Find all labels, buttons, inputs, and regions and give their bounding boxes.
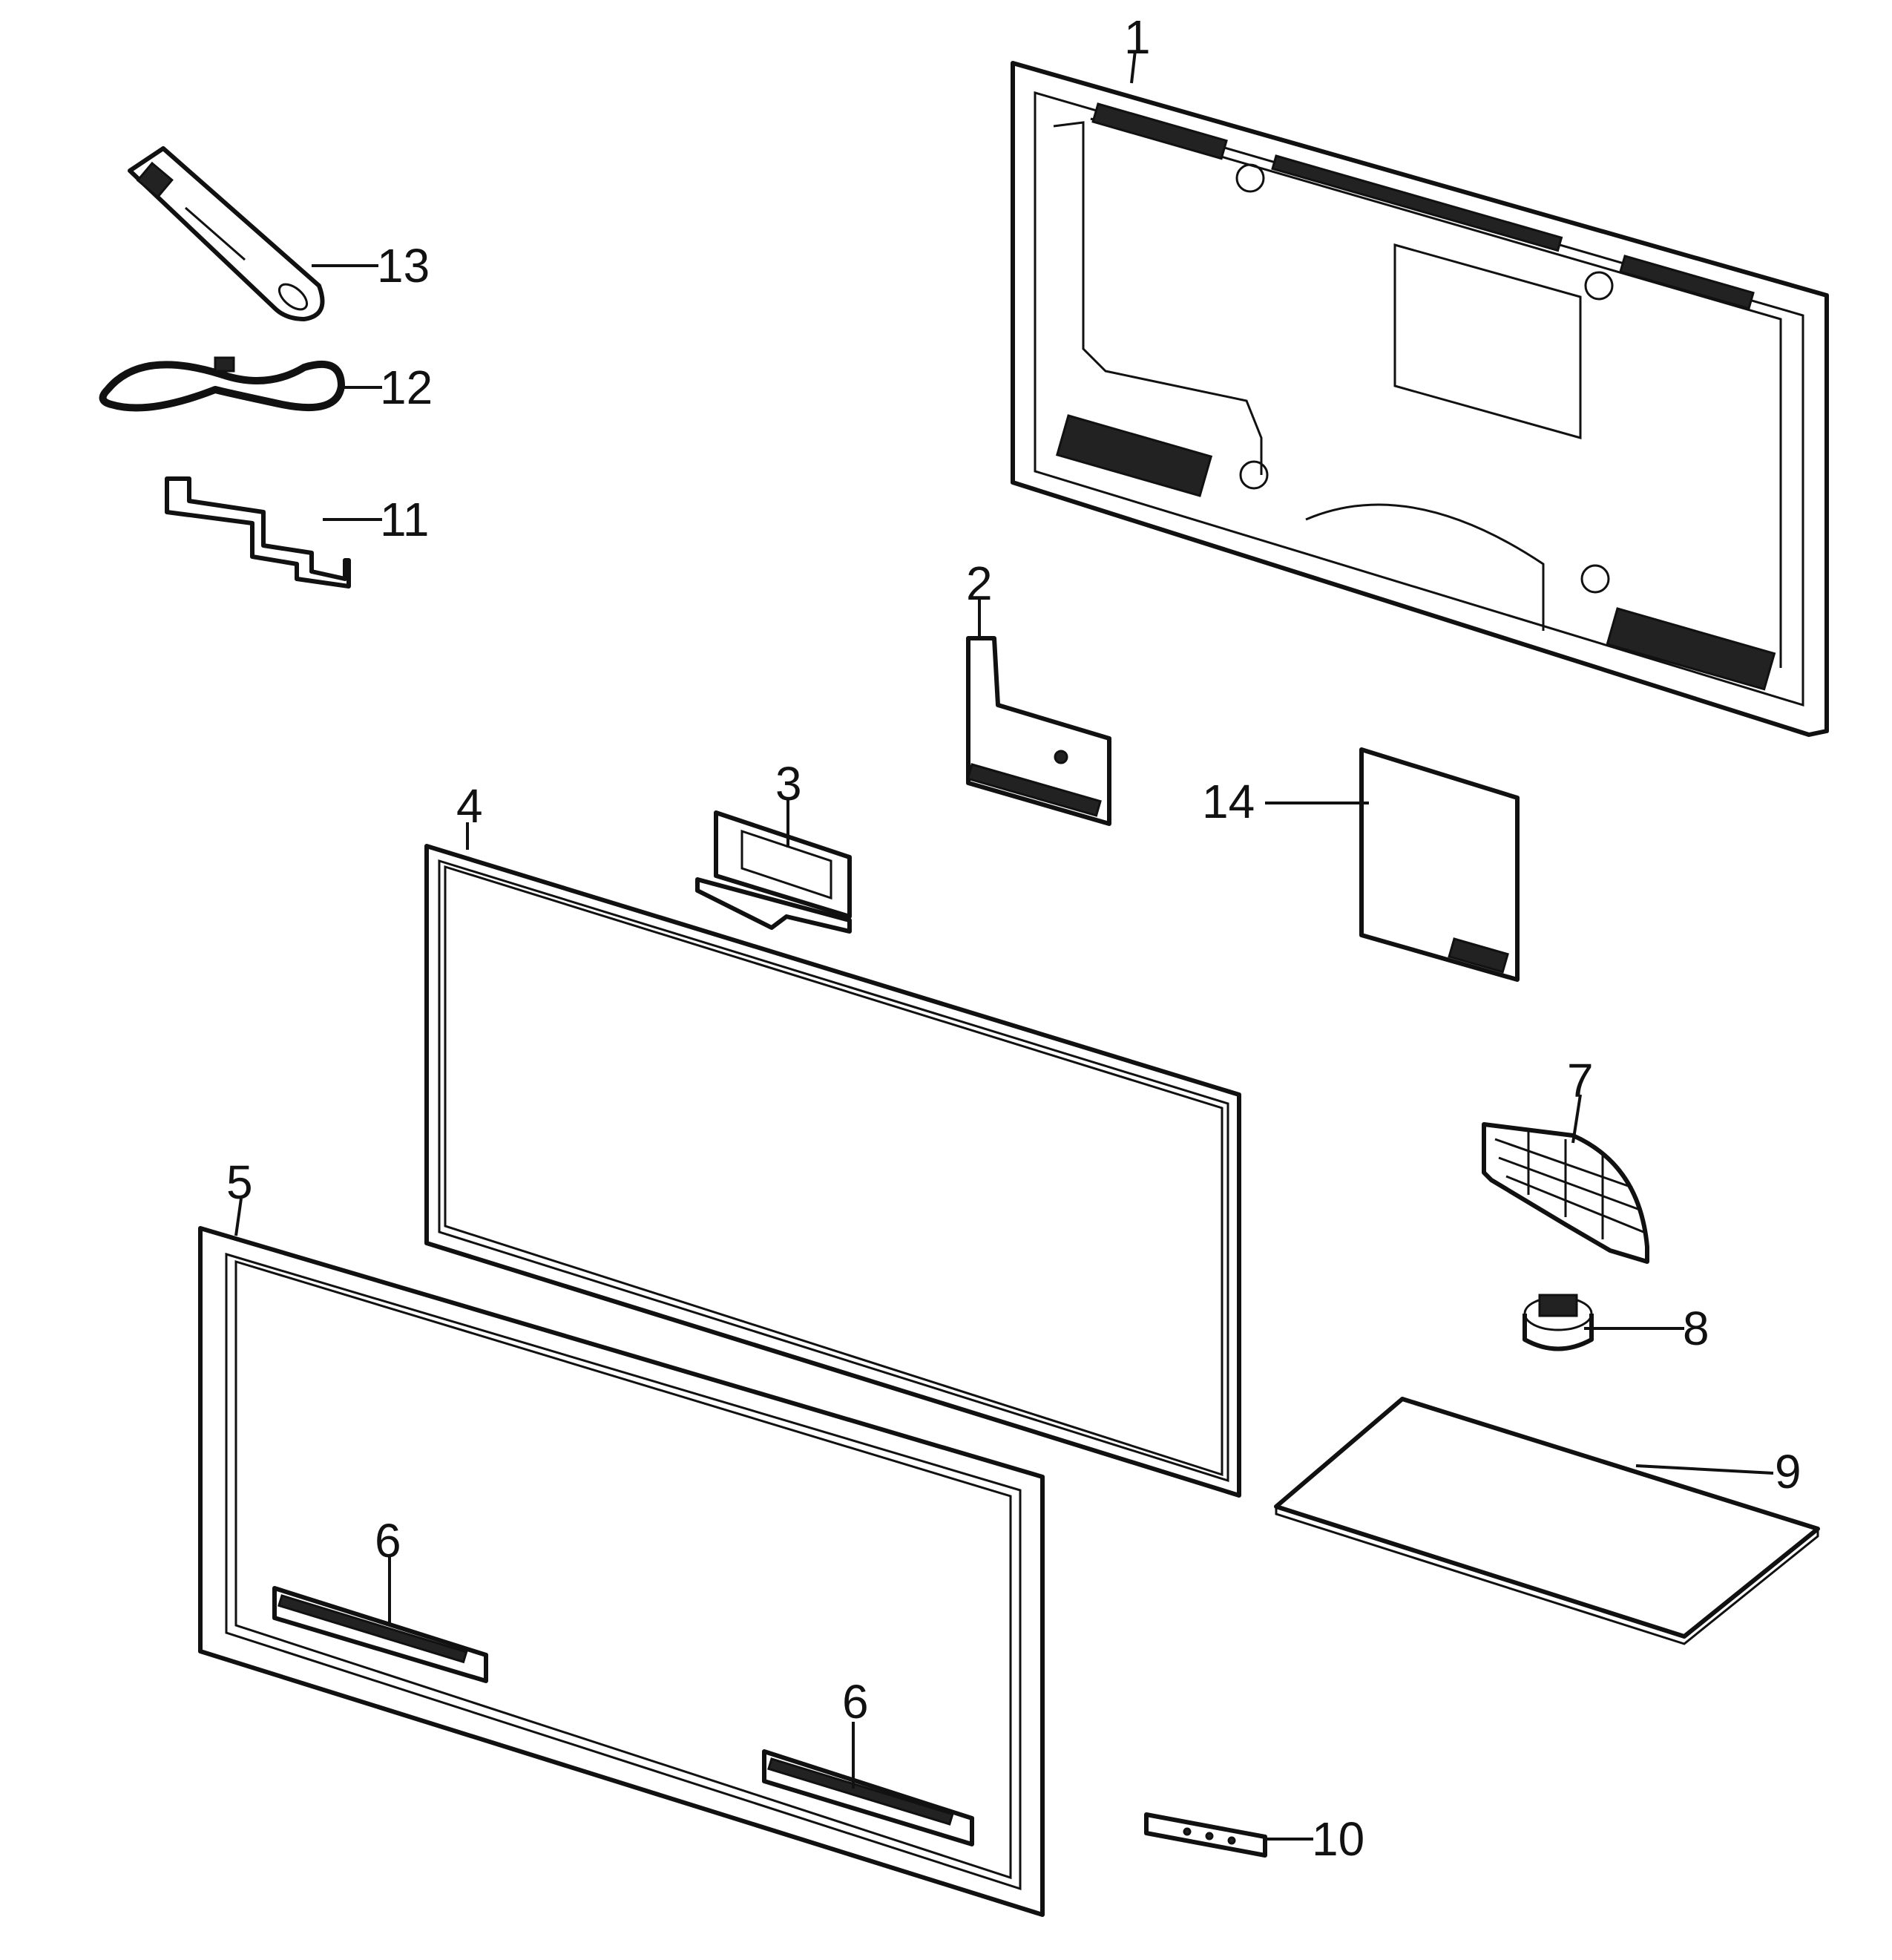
callout-7: 7 (1567, 1054, 1594, 1107)
callout-labels: 1 2 3 4 5 6 6 7 8 9 10 11 12 13 14 (226, 10, 1801, 1866)
callout-2: 2 (966, 557, 993, 610)
part-14-power-board (1359, 747, 1520, 982)
callout-13: 13 (377, 239, 430, 292)
part-1-rear-cover (1011, 61, 1829, 737)
leader-lines (234, 50, 1774, 1841)
part-12-power-cord (99, 356, 345, 412)
callout-8: 8 (1683, 1302, 1709, 1355)
part-6-speaker-right (762, 1749, 974, 1846)
callout-5: 5 (226, 1156, 253, 1209)
part-2-main-board (966, 636, 1111, 826)
part-9-stand-base (1274, 1397, 1820, 1645)
part-8-stand-connector (1523, 1294, 1594, 1351)
part-3-bracket (695, 810, 852, 934)
callout-6b: 6 (842, 1675, 869, 1728)
callout-11: 11 (380, 493, 429, 546)
part-11-flat-cable (165, 476, 351, 589)
part-6-speaker-left (272, 1586, 488, 1683)
callout-6a: 6 (375, 1514, 401, 1567)
callout-3: 3 (775, 757, 802, 810)
callout-1: 1 (1124, 10, 1151, 64)
callout-10: 10 (1312, 1812, 1364, 1866)
part-13-remote-control (128, 146, 325, 321)
callout-9: 9 (1775, 1445, 1801, 1498)
callout-4: 4 (456, 779, 483, 833)
part-4-lcd-panel (424, 844, 1241, 1498)
part-7-stand-neck (1482, 1122, 1649, 1264)
callout-12: 12 (380, 361, 433, 414)
callout-14: 14 (1202, 775, 1255, 828)
part-10-function-board (1144, 1812, 1267, 1858)
part-5-front-bezel (198, 1226, 1045, 1917)
